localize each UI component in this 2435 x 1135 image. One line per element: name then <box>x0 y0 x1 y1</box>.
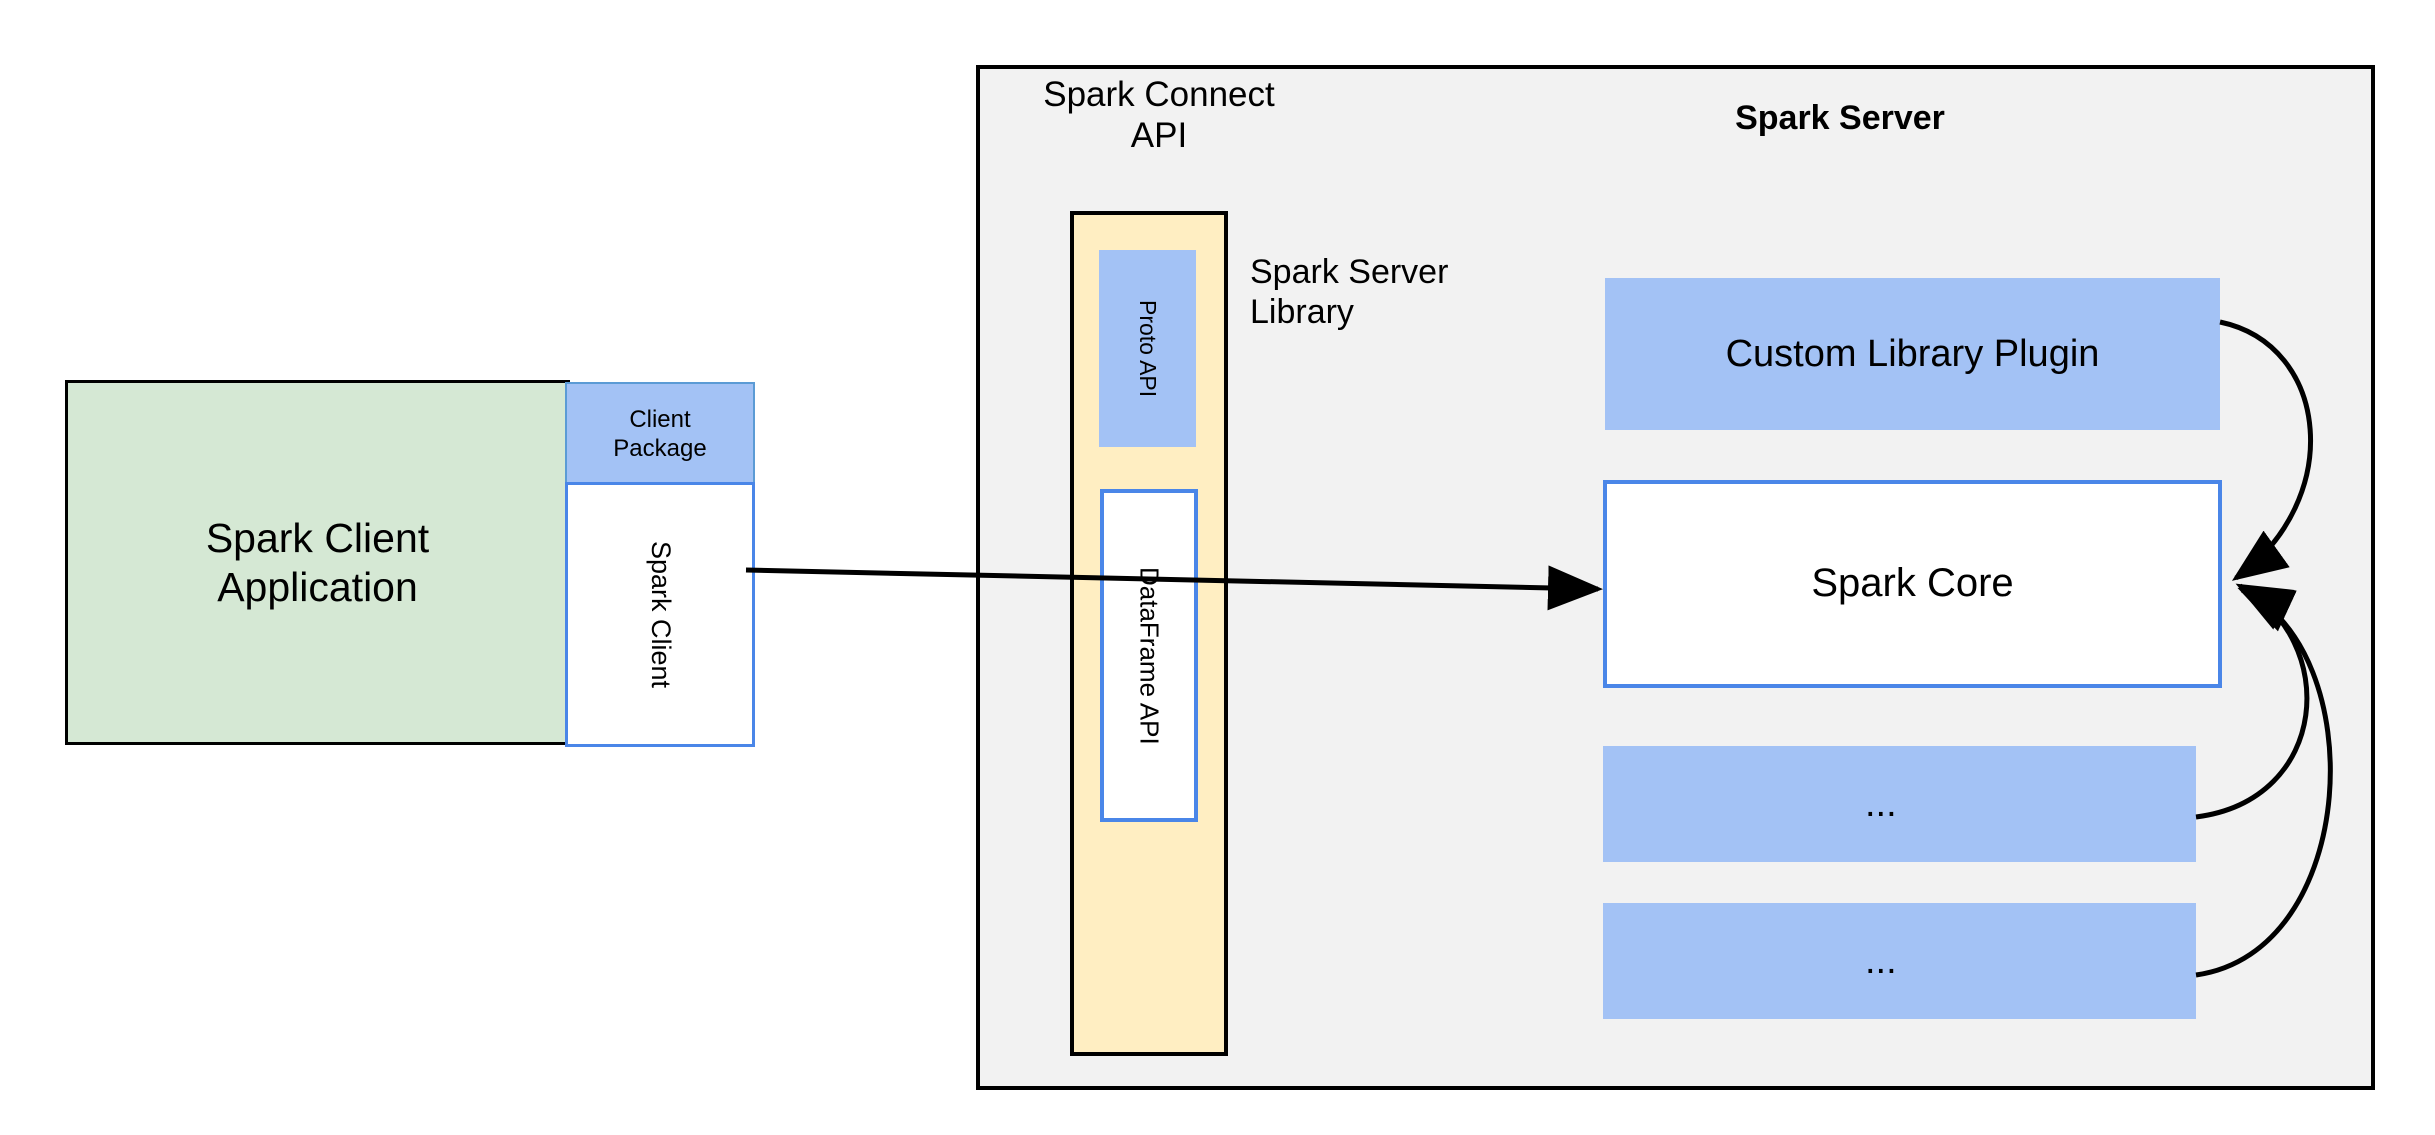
spark-connect-api-label: Spark Connect API <box>1043 75 1275 156</box>
spark-client-application-box[interactable]: Spark Client Application <box>65 380 570 745</box>
dataframe-api-label: DataFrame API <box>1134 566 1165 745</box>
custom-library-plugin-label: Custom Library Plugin <box>1725 332 2100 375</box>
spark-client-label: Spark Client <box>645 540 676 689</box>
client-package-box[interactable]: Client Package <box>565 382 755 487</box>
spark-server-library-label: Spark Server Library <box>1250 253 1449 332</box>
dataframe-api-box[interactable]: DataFrame API <box>1100 489 1198 822</box>
custom-library-plugin-box[interactable]: Custom Library Plugin <box>1605 278 2220 430</box>
spark-server-title: Spark Server <box>1735 99 1945 137</box>
spark-client-box[interactable]: Spark Client <box>565 482 755 747</box>
client-package-label: Client Package <box>613 406 707 462</box>
component-ellipsis-box-2[interactable]: ... <box>1603 903 2196 1019</box>
proto-api-box[interactable]: Proto API <box>1099 250 1196 447</box>
ellipsis-label-2: ... <box>1865 939 1897 982</box>
spark-core-box[interactable]: Spark Core <box>1603 480 2222 688</box>
proto-api-label: Proto API <box>1135 299 1162 398</box>
spark-client-application-label: Spark Client Application <box>205 515 430 610</box>
spark-core-label: Spark Core <box>1811 561 2014 606</box>
component-ellipsis-box-1[interactable]: ... <box>1603 746 2196 862</box>
ellipsis-label-1: ... <box>1865 782 1897 825</box>
